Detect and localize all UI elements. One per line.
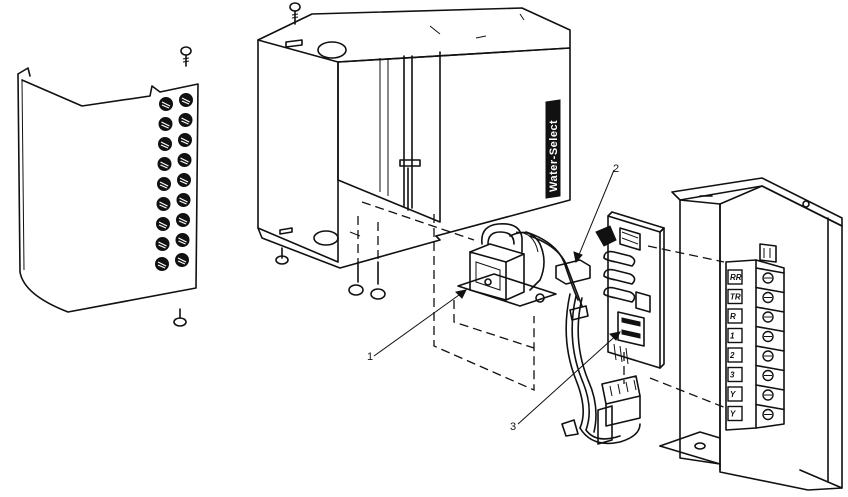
callout-3-number: 3 xyxy=(510,421,516,433)
terminal-label-cell xyxy=(727,386,743,402)
callout-2: 2 xyxy=(573,163,619,264)
terminal-label: 2 xyxy=(729,351,735,360)
terminal-label: TR xyxy=(730,293,741,302)
terminal-label-cell xyxy=(727,308,743,324)
callout-1-number: 1 xyxy=(367,351,373,363)
callout-3: 3 xyxy=(510,331,621,433)
terminal-label-cell xyxy=(727,405,743,422)
terminal-label: Y xyxy=(730,390,736,399)
box-top-screw xyxy=(289,2,301,25)
brand-label: Water-Select xyxy=(548,120,560,192)
front-cover-panel xyxy=(17,46,199,327)
box-bottom-screw xyxy=(275,247,289,265)
terminal-label: 1 xyxy=(730,332,735,341)
terminal-bracket: RR TR R 1 2 3Y Y xyxy=(659,177,843,491)
terminal-label: 3 xyxy=(730,371,735,380)
terminal-label-cell xyxy=(727,288,743,305)
cover-knockout-holes xyxy=(155,93,193,271)
transformer-assembly xyxy=(457,222,591,307)
terminal-label-cell xyxy=(727,366,743,383)
terminal-label: Y xyxy=(730,410,736,419)
terminal-strip: RR TR R 1 2 3Y Y xyxy=(727,267,785,422)
brand-plate: Water-Select xyxy=(545,99,561,199)
mounting-screws xyxy=(348,216,386,300)
control-box-enclosure: Water-Select xyxy=(257,2,571,269)
terminal-label-cell xyxy=(727,269,743,285)
terminal-label-cell xyxy=(727,327,743,344)
assembly-guide-lines xyxy=(361,201,727,409)
cover-top-screw xyxy=(180,46,192,67)
wire-connector-plug xyxy=(597,375,641,445)
wire-harness xyxy=(561,293,641,445)
terminal-label: R xyxy=(730,312,736,321)
callout-2-number: 2 xyxy=(613,163,619,175)
callout-1: 1 xyxy=(367,289,467,363)
terminal-label-cell xyxy=(727,347,743,363)
cover-bottom-screw xyxy=(173,308,187,327)
terminal-label: RR xyxy=(730,273,742,282)
circuit-board xyxy=(595,211,665,369)
